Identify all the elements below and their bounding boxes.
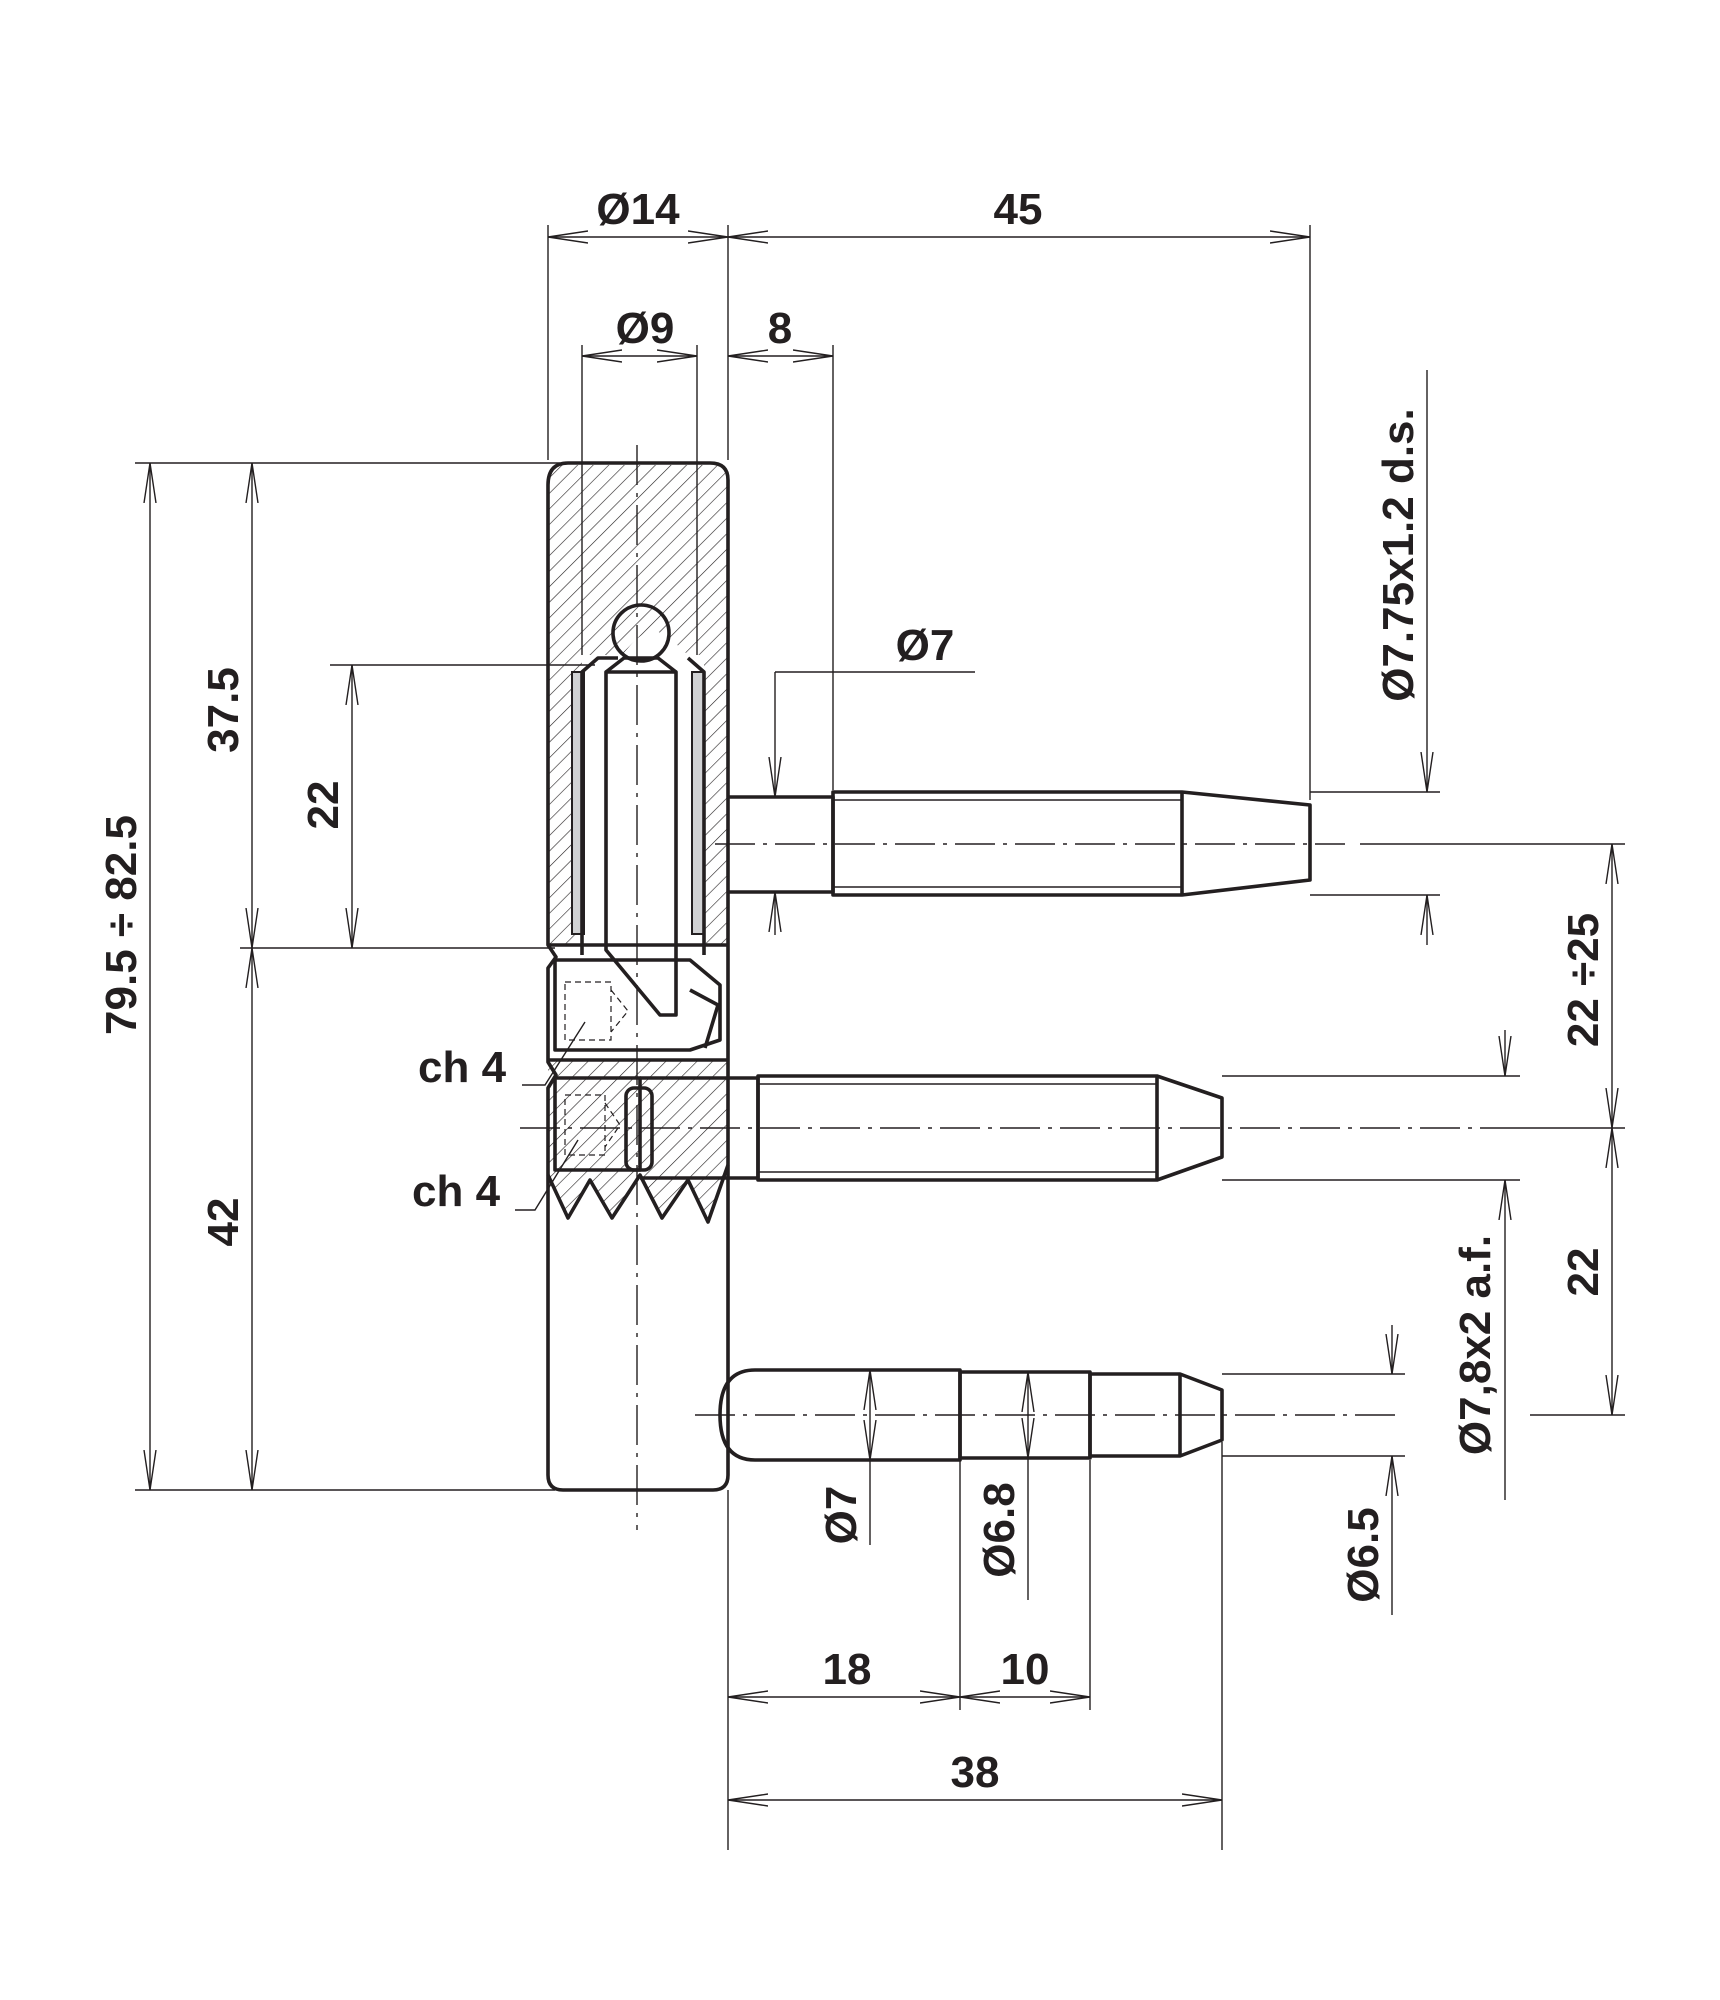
label-dia6-5: Ø6.5 <box>1339 1507 1388 1602</box>
label-10: 10 <box>1001 1645 1050 1694</box>
label-37-5: 37.5 <box>199 667 248 753</box>
dimension-lines <box>135 225 1625 1850</box>
label-thread-bottom: Ø7,8x2 a.f. <box>1451 1235 1500 1455</box>
label-45: 45 <box>994 185 1043 234</box>
label-42: 42 <box>199 1198 248 1247</box>
label-dia7-bottom: Ø7 <box>817 1486 866 1545</box>
label-ch4-upper: ch 4 <box>418 1043 507 1092</box>
label-22-inner: 22 <box>299 781 348 830</box>
label-dia6-8: Ø6.8 <box>975 1482 1024 1577</box>
label-8: 8 <box>768 304 792 353</box>
bottom-stepped-pin <box>695 1368 1400 1462</box>
top-threaded-pin <box>715 790 1345 897</box>
label-38: 38 <box>951 1748 1000 1797</box>
dimension-labels: Ø14 45 Ø9 8 Ø7 Ø7.75x1.2 d.s. 79.5 ÷ 82.… <box>97 185 1608 1797</box>
label-18: 18 <box>823 1645 872 1694</box>
label-dia7-top: Ø7 <box>896 621 955 670</box>
label-ch4-lower: ch 4 <box>412 1167 501 1216</box>
label-thread-top: Ø7.75x1.2 d.s. <box>1374 408 1423 702</box>
label-total-height: 79.5 ÷ 82.5 <box>97 815 146 1035</box>
label-dia9: Ø9 <box>616 304 675 353</box>
label-dia14: Ø14 <box>596 185 680 234</box>
middle-threaded-pin <box>520 1074 1500 1182</box>
label-22-25: 22 ÷25 <box>1559 913 1608 1047</box>
hinge-body <box>546 445 730 1530</box>
label-22-lower: 22 <box>1559 1248 1608 1297</box>
